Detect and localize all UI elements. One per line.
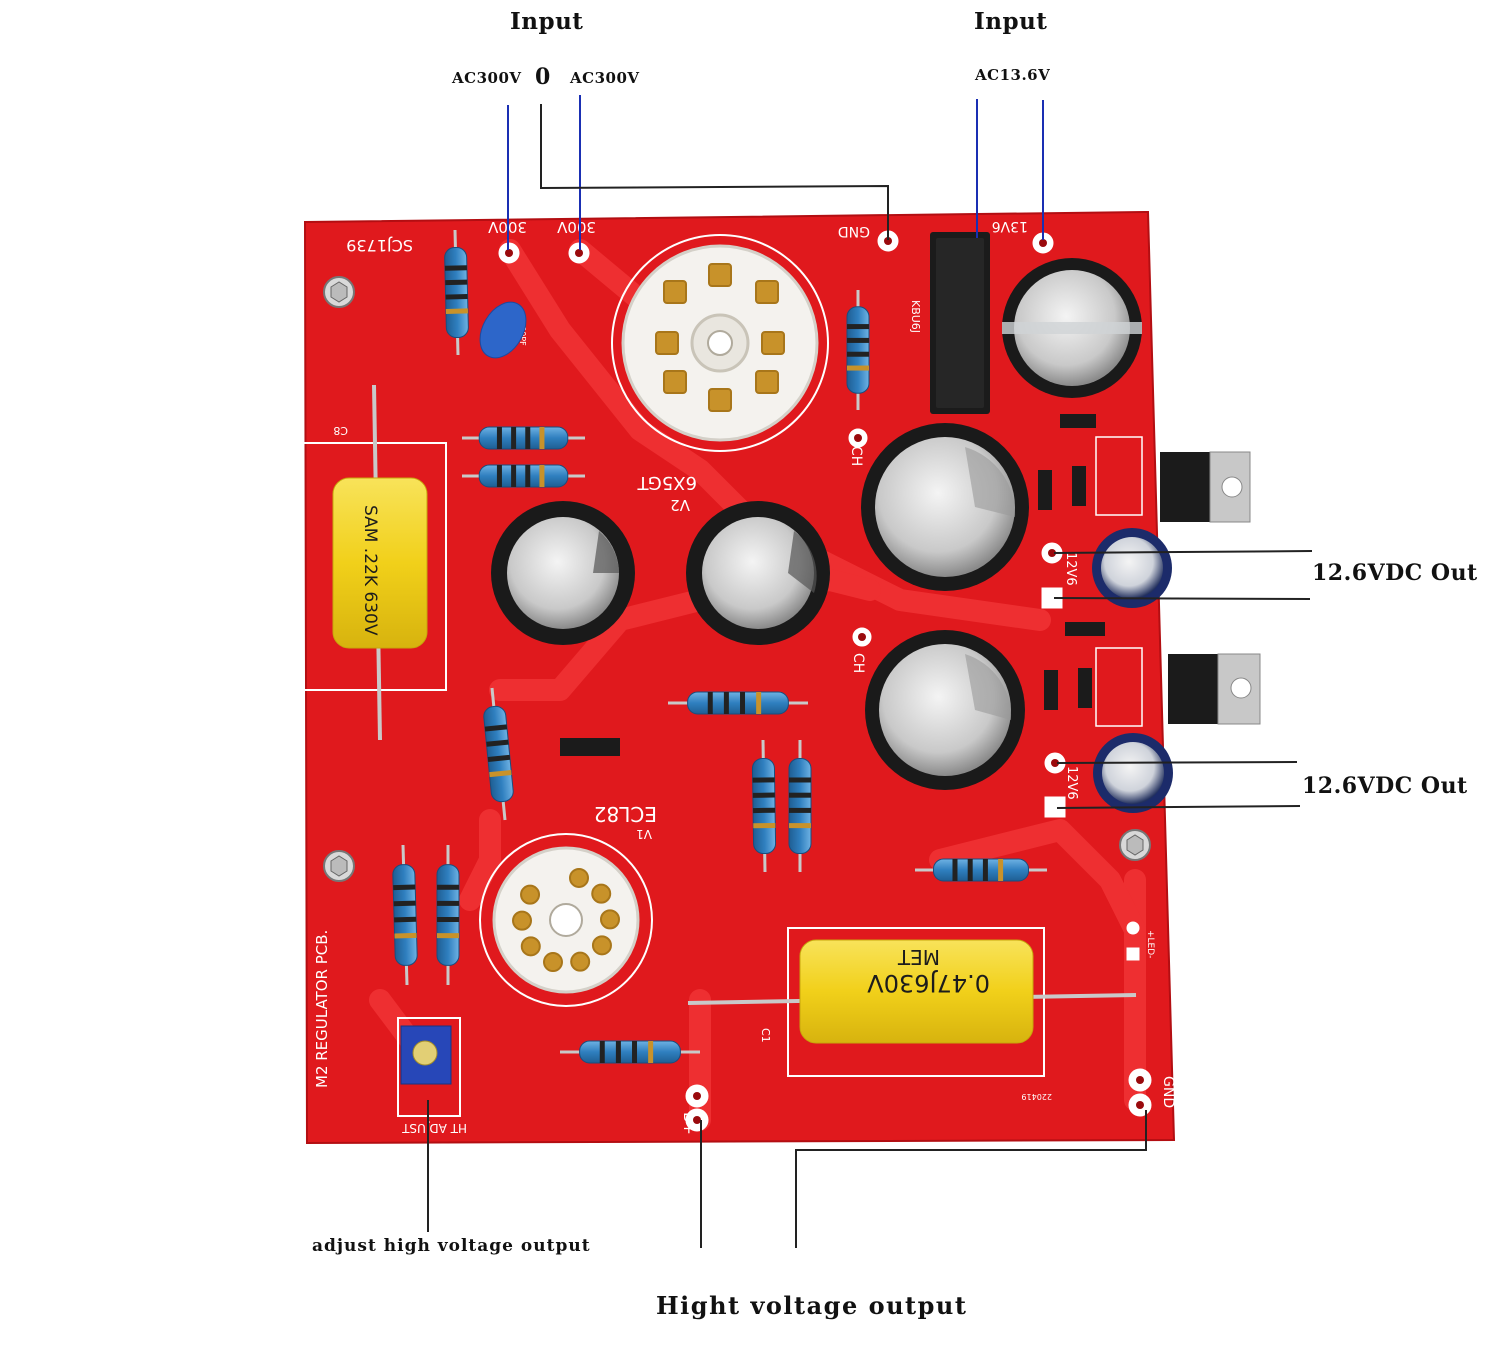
tube-pin	[512, 910, 533, 931]
out-upper-label: 12.6VDC Out	[1312, 560, 1478, 586]
wire-out-lower-b	[1056, 805, 1301, 809]
led-text: +LED-	[1145, 930, 1155, 958]
tube-v1-ref-text: V1	[636, 827, 652, 841]
ceramic-cap-c10	[479, 301, 527, 359]
tube-socket-v2	[611, 234, 829, 452]
out-lower-label: 12.6VDC Out	[1302, 773, 1468, 799]
bridge-rectifier	[930, 232, 990, 414]
wire-out-lower-a	[1056, 761, 1298, 764]
board-name-text: M2 REGULATOR PCB.	[313, 930, 331, 1088]
pad-gnd-top-text: GND	[838, 223, 870, 239]
resistor	[436, 864, 460, 966]
diode-d3	[1065, 622, 1105, 636]
adjust-label: adjust high voltage output	[312, 1236, 591, 1256]
ac300v-right-label: AC300V	[570, 69, 640, 87]
resistor	[483, 705, 514, 803]
resistor	[392, 864, 418, 966]
cap-c1-sub-text: MET	[897, 945, 940, 969]
tube-socket-v1	[479, 833, 653, 1007]
resistor	[932, 858, 1030, 882]
electrolytic-cap-mid-2	[686, 501, 830, 645]
tube-v2-ref-text: V2	[670, 496, 690, 514]
ht-adjust-text: HT ADJUST	[401, 1121, 467, 1135]
resistor	[687, 691, 789, 715]
cap-c1-text: 0.47J630V	[867, 969, 990, 997]
regulator-u3	[1160, 451, 1251, 523]
board-model-text: SCJ1739	[346, 236, 413, 255]
electrolytic-cap-mid-1	[491, 501, 635, 645]
hv-output-label: Hight voltage output	[656, 1291, 968, 1320]
tube-v2-text: 6X5GT	[636, 472, 697, 493]
electrolytic-cap-c9	[1002, 258, 1142, 398]
resistor	[478, 426, 569, 450]
annotation-wires	[427, 95, 1313, 1248]
silkscreen-text: SCJ1739 300V 300V GND 13V6 6X5GT V2 ECL8…	[313, 218, 1176, 1135]
cap-c8-ref-text: C8	[333, 424, 348, 437]
electrolytic-cap-large-1	[861, 423, 1029, 591]
pad-led-b	[1126, 947, 1140, 961]
electrolytic-cap-large-2	[865, 630, 1025, 790]
diode-d8	[1078, 668, 1092, 708]
ac300v-left-label: AC300V	[452, 69, 522, 87]
resistor	[751, 757, 777, 855]
input-left-label: Input	[510, 8, 584, 35]
resistor	[478, 464, 569, 488]
diode-d6	[1060, 414, 1096, 428]
diode-d4	[1038, 470, 1052, 510]
resistor	[579, 1040, 681, 1064]
screw	[1119, 829, 1151, 861]
tube-pin	[599, 909, 620, 930]
pad-led-a	[1126, 921, 1140, 935]
input-right-label: Input	[974, 8, 1048, 35]
cap-c1-ref-text: C1	[759, 1028, 772, 1043]
wire-zero	[540, 104, 889, 240]
pad-gnd-bottom-text: GND	[1160, 1076, 1176, 1108]
screw	[323, 850, 355, 882]
electrolytic-cap-c4	[1092, 528, 1172, 608]
pad-12v6-b-text: 12V6	[1064, 766, 1079, 800]
film-cap-c8: SAM .22K 630V	[332, 384, 428, 741]
tube-pin	[542, 952, 563, 973]
pad-13v6-text: 13V6	[992, 218, 1028, 234]
trimmer-pot	[400, 1025, 452, 1085]
resistor	[444, 246, 469, 339]
pad-12v6-a-text: 12V6	[1063, 552, 1078, 586]
ac13-6v-label: AC13.6V	[975, 66, 1051, 84]
electrolytic-cap-c2	[1093, 733, 1173, 813]
bridge-text: KBU6J	[909, 300, 922, 333]
diode-d5	[1072, 466, 1086, 506]
zero-label: 0	[535, 64, 551, 90]
wire-out-upper-a	[1053, 550, 1313, 554]
resistor	[788, 757, 812, 855]
tube-pin	[591, 883, 612, 904]
diodes	[560, 414, 1105, 756]
resistor	[846, 306, 870, 394]
pad-ch-b-text: CH	[850, 653, 866, 673]
tube-pin	[569, 867, 590, 888]
date-text: 220419	[1021, 1092, 1052, 1101]
resistors	[392, 229, 1047, 1064]
tube-pin	[520, 884, 541, 905]
mounting-screws	[323, 276, 1151, 882]
tube-pin	[591, 935, 612, 956]
tube-pin	[520, 936, 541, 957]
wire-out-upper-b	[1053, 597, 1311, 600]
film-cap-c1: 0.47J630V MET	[687, 939, 1137, 1044]
diode-d1	[1044, 670, 1058, 710]
tube-v1-text: ECL82	[594, 802, 657, 826]
diode-d7	[560, 738, 620, 756]
regulator-u2	[1168, 653, 1261, 725]
wire-gnd	[795, 1110, 1147, 1248]
pad-ch-a-text: CH	[848, 446, 864, 466]
pad-300v-b-text: 300V	[556, 218, 596, 236]
screw	[323, 276, 355, 308]
tube-pin	[570, 951, 591, 972]
cap-c8-text: SAM .22K 630V	[360, 505, 380, 636]
